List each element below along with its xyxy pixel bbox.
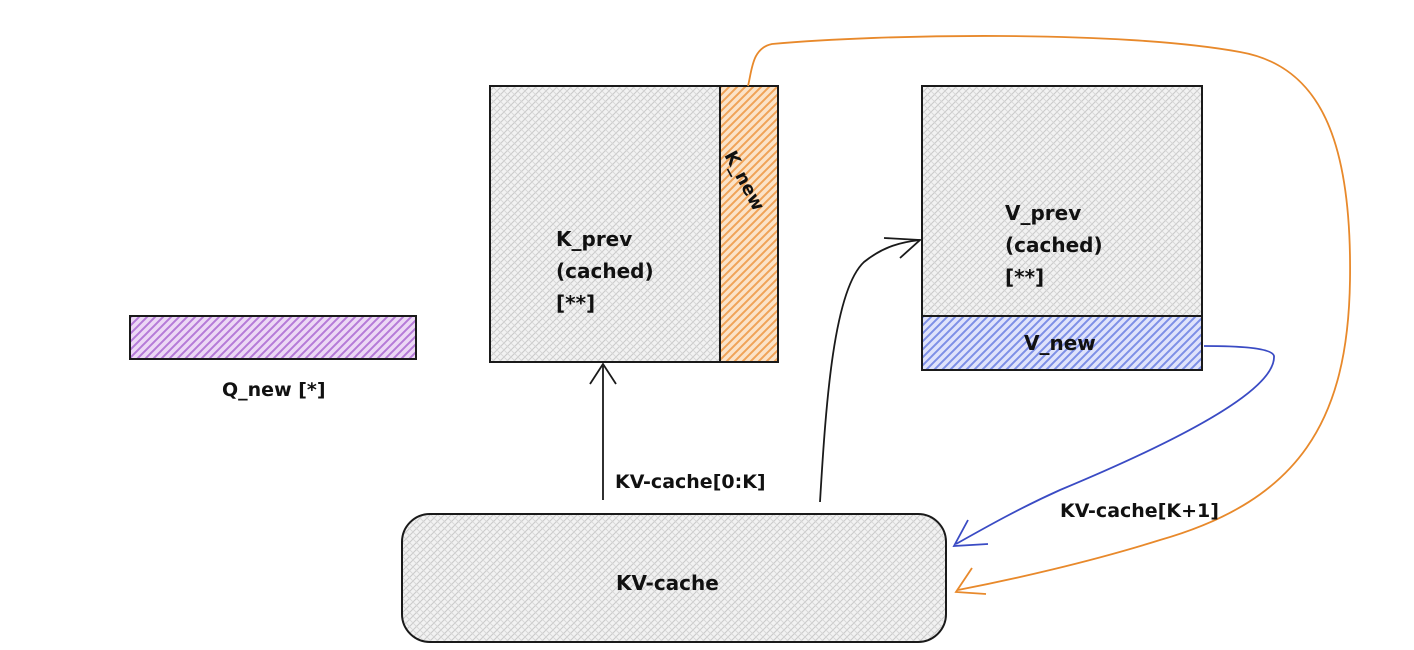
v-prev-label-line1: V_prev [1005, 201, 1081, 225]
v-prev-block [921, 85, 1203, 317]
v-prev-label-line2: (cached) [1005, 233, 1103, 257]
write-edge-label: KV-cache[K+1] [1060, 500, 1219, 522]
v-new-label: V_new [1024, 331, 1096, 355]
k-prev-label-line1: K_prev [556, 227, 632, 251]
v-prev-label-line3: [**] [1005, 265, 1044, 289]
read-k-arrow [589, 362, 617, 500]
kv-cache-label: KV-cache [616, 571, 719, 595]
k-prev-block [489, 85, 721, 363]
k-prev-label-line3: [**] [556, 291, 595, 315]
v-new-block [921, 315, 1203, 371]
v-new-write-arrow [952, 345, 1275, 547]
read-edge-label: KV-cache[0:K] [615, 471, 766, 493]
k-prev-label-line2: (cached) [556, 259, 654, 283]
q-new-label: Q_new [*] [222, 379, 326, 401]
q-new-block [129, 315, 417, 360]
kv-cache-block [401, 513, 947, 643]
read-v-arrow [819, 237, 923, 503]
k-new-write-arrow [747, 35, 1351, 595]
k-new-block [719, 85, 779, 363]
